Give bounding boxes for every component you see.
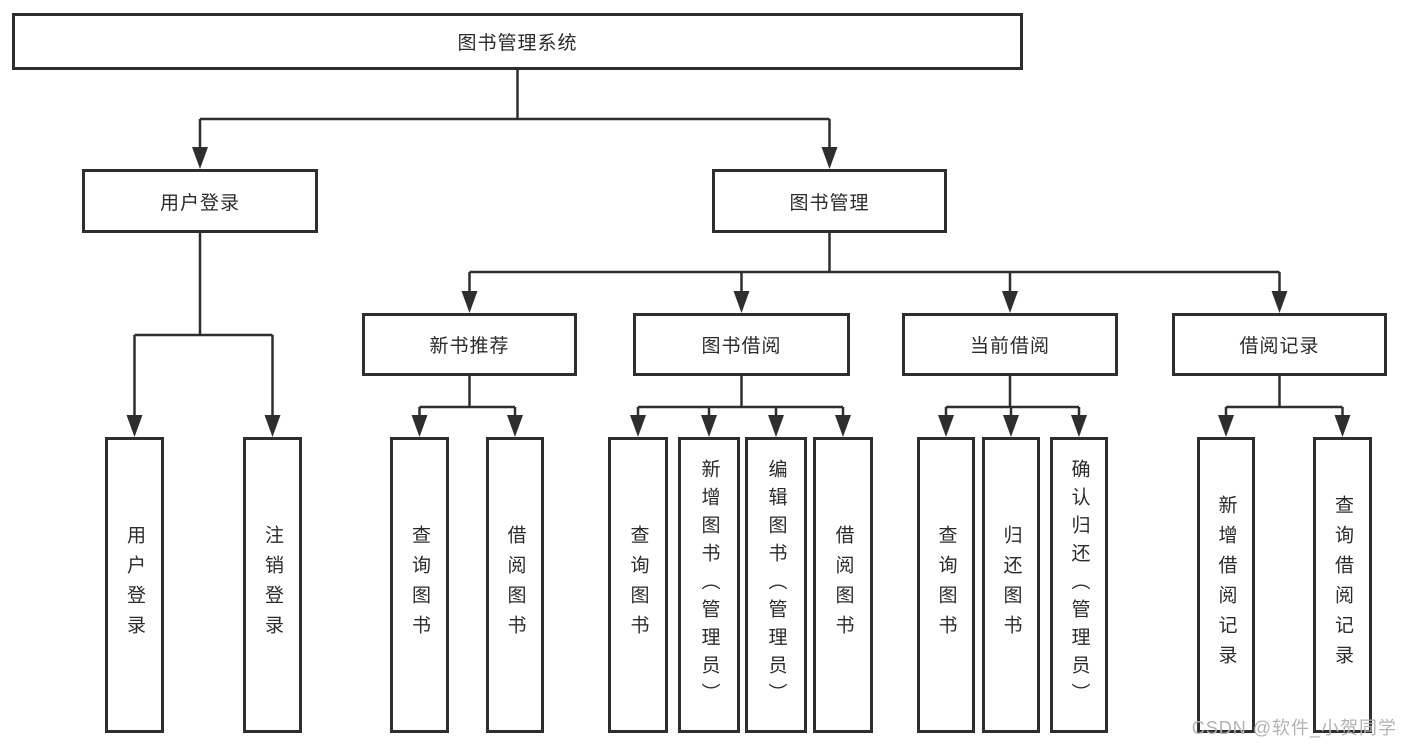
node-user-login: 用户登录 [82,169,318,233]
leaf-borrow-add-admin-label: 新增图书（管理员） [698,459,720,711]
node-book-management-label: 图书管理 [789,192,870,214]
leaf-records-search-label: 查询借阅记录 [1332,495,1353,675]
node-borrowing-records-label: 借阅记录 [1239,336,1320,357]
node-book-borrowing: 图书借阅 [633,313,850,376]
leaf-current-confirm-admin: 确认归还（管理员） [1050,437,1108,733]
leaf-borrow-edit-admin-label: 编辑图书（管理员） [765,459,787,711]
leaf-records-search: 查询借阅记录 [1313,437,1372,733]
node-book-borrowing-label: 图书借阅 [701,336,782,357]
node-root-label: 图书管理系统 [457,33,578,54]
leaf-user-login: 用户登录 [105,437,164,733]
leaf-borrow-add-admin: 新增图书（管理员） [678,437,740,733]
leaf-newbook-search: 查询图书 [390,437,449,733]
leaf-newbook-borrow: 借阅图书 [486,437,544,733]
leaf-borrow-borrow-label: 借阅图书 [832,525,854,645]
leaf-borrow-borrow: 借阅图书 [813,437,873,733]
leaf-current-return-label: 归还图书 [1000,525,1022,645]
leaf-logout-label: 注销登录 [262,525,283,645]
node-current-borrowing-label: 当前借阅 [969,336,1050,357]
csdn-watermark: CSDN @软件_小贺同学 [1191,718,1397,738]
node-current-borrowing: 当前借阅 [902,313,1118,376]
leaf-records-add-label: 新增借阅记录 [1215,495,1237,675]
leaf-logout: 注销登录 [243,437,302,733]
node-root: 图书管理系统 [12,13,1023,70]
leaf-borrow-search-label: 查询图书 [627,525,649,645]
leaf-borrow-search: 查询图书 [608,437,668,733]
node-user-login-label: 用户登录 [159,192,240,214]
leaf-current-return: 归还图书 [982,437,1040,733]
leaf-current-confirm-admin-label: 确认归还（管理员） [1068,459,1090,711]
leaf-user-login-label: 用户登录 [124,525,145,645]
node-borrowing-records: 借阅记录 [1172,313,1387,376]
node-new-book-recommendation: 新书推荐 [362,313,577,376]
leaf-current-search: 查询图书 [917,437,975,733]
leaf-records-add: 新增借阅记录 [1197,437,1255,733]
leaf-borrow-edit-admin: 编辑图书（管理员） [745,437,807,733]
leaf-newbook-search-label: 查询图书 [409,525,430,645]
node-book-management: 图书管理 [712,169,947,233]
leaf-newbook-borrow-label: 借阅图书 [504,525,526,645]
node-new-book-recommendation-label: 新书推荐 [429,336,510,357]
leaf-current-search-label: 查询图书 [935,525,957,645]
